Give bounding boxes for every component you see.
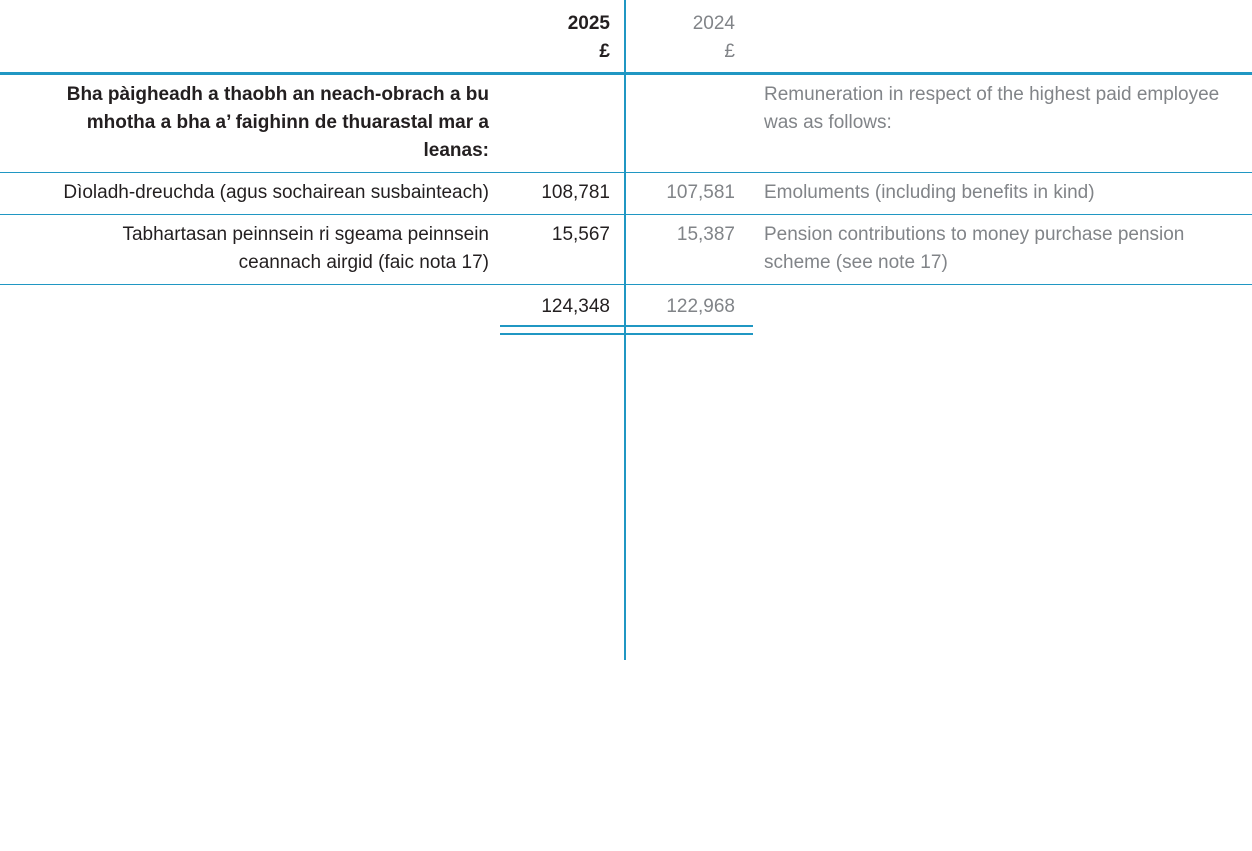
emoluments-2024-value: 107,581 [666, 182, 735, 203]
totals-spacer-left [0, 285, 500, 295]
header-spacer-right [753, 0, 1252, 13]
intro-2025-value [500, 75, 625, 88]
intro-2024-value [625, 75, 753, 88]
table-header-row: 2025 £ 2024 £ [0, 0, 1252, 75]
pension-english-text: Pension contributions to money purchase … [764, 224, 1185, 273]
totals-row: 124,348 122,968 [0, 285, 1252, 323]
header-2025-column: 2025 £ [500, 0, 625, 72]
currency-2024-label: £ [724, 41, 735, 62]
total-2024-value: 122,968 [666, 296, 735, 317]
intro-row: Bha pàigheadh a thaobh an neach-obrach a… [0, 75, 1252, 173]
emoluments-gaelic-text: Dìoladh-dreuchda (agus sochairean susbai… [63, 182, 489, 203]
total-2025-value: 124,348 [541, 296, 610, 317]
totals-spacer-right [753, 285, 1252, 295]
totals-double-rule [500, 325, 753, 335]
remuneration-table: 2025 £ 2024 £ Bha pàigheadh a thaobh an … [0, 0, 1252, 335]
pension-2025-value: 15,567 [551, 224, 610, 245]
pension-2024-value: 15,387 [676, 224, 735, 245]
pension-row: Tabhartasan peinnsein ri sgeama peinnsei… [0, 215, 1252, 285]
emoluments-english-text: Emoluments (including benefits in kind) [764, 182, 1095, 203]
emoluments-2025-value: 108,781 [541, 182, 610, 203]
year-2024-label: 2024 [692, 13, 735, 34]
year-2025-label: 2025 [567, 13, 610, 34]
year-columns-divider-line [624, 0, 626, 660]
intro-gaelic-text: Bha pàigheadh a thaobh an neach-obrach a… [66, 84, 489, 161]
intro-english-text: Remuneration in respect of the highest p… [764, 84, 1220, 133]
header-2024-column: 2024 £ [625, 0, 753, 72]
pension-gaelic-text: Tabhartasan peinnsein ri sgeama peinnsei… [122, 224, 489, 273]
currency-2025-label: £ [599, 41, 610, 62]
header-spacer-left [0, 0, 500, 13]
emoluments-row: Dìoladh-dreuchda (agus sochairean susbai… [0, 173, 1252, 215]
